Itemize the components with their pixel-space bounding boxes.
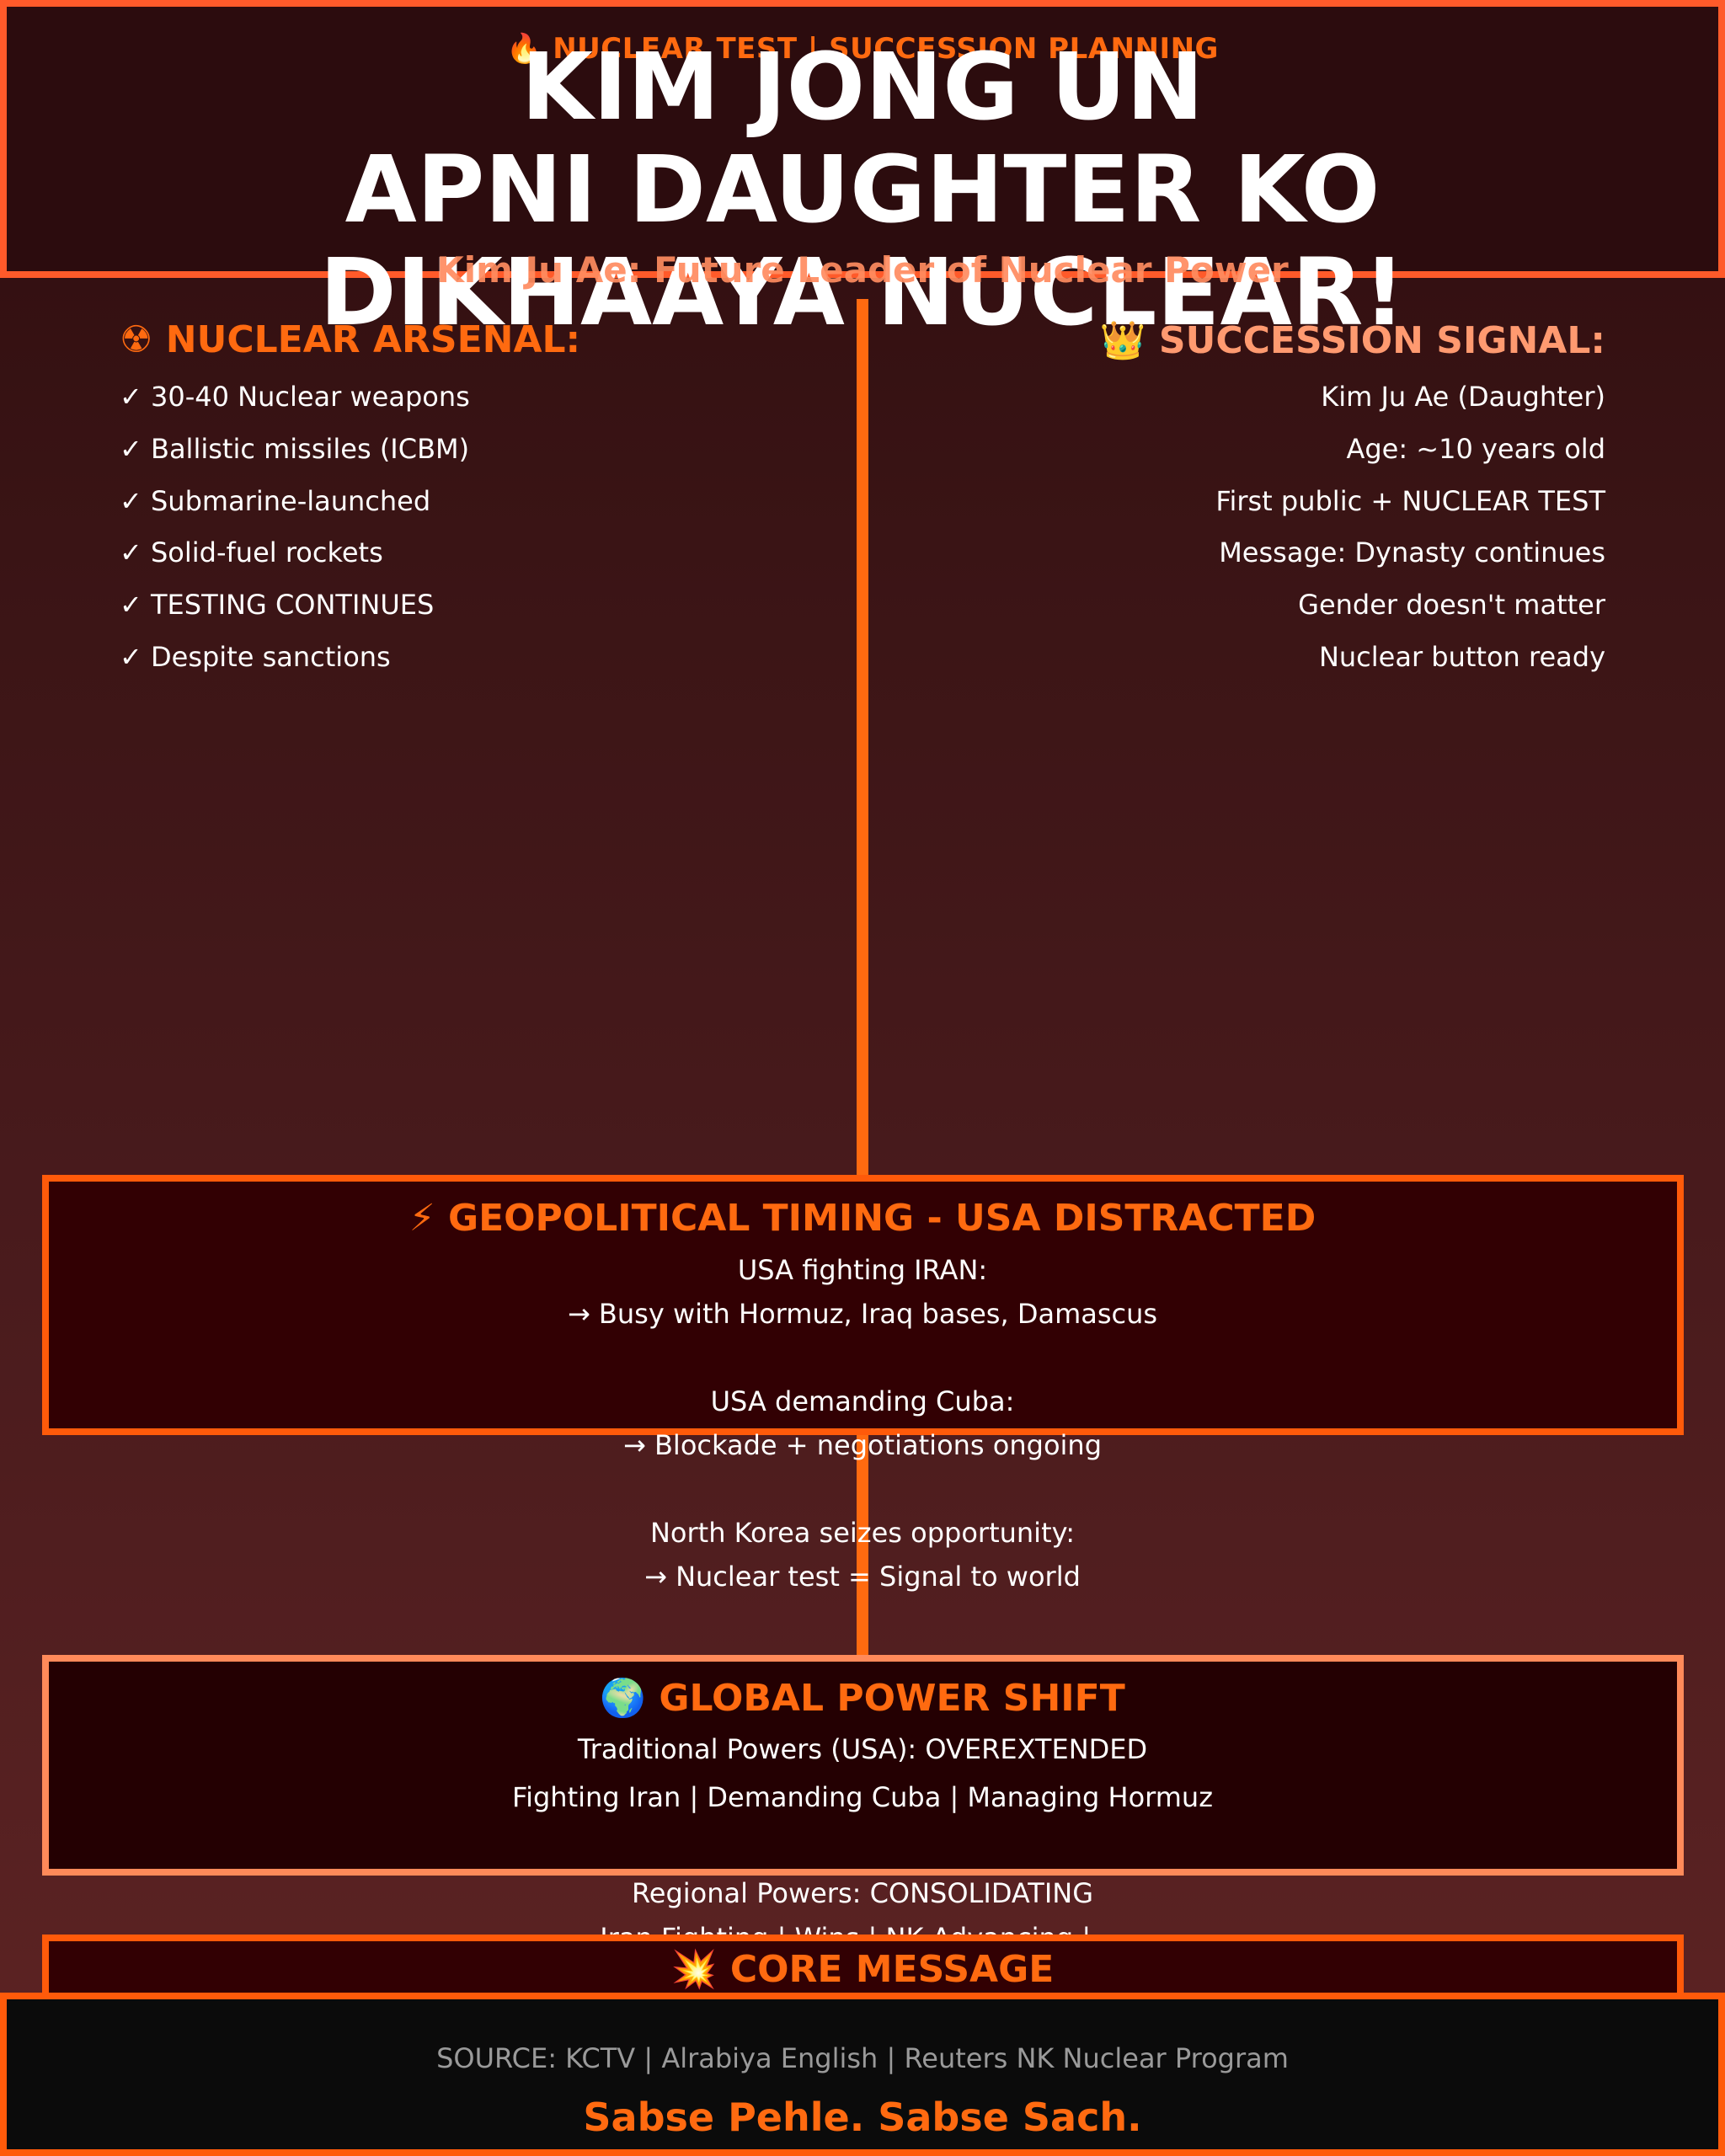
geopolitical-line: → Nuclear test = Signal to world xyxy=(644,1561,1081,1593)
geopolitical-line: → Busy with Hormuz, Iraq bases, Damascus xyxy=(567,1298,1158,1330)
succession-item: Message: Dynasty continues xyxy=(1219,536,1605,568)
arsenal-item: ✓ Solid-fuel rockets xyxy=(120,536,383,568)
succession-item: Nuclear button ready xyxy=(1318,641,1605,673)
footer xyxy=(0,1993,1725,2156)
succession-title: 👑 SUCCESSION SIGNAL: xyxy=(1099,319,1605,362)
headline-line-2: APNI DAUGHTER KO xyxy=(344,136,1381,243)
headline-line-1: KIM JONG UN xyxy=(521,33,1204,141)
succession-item: First public + NUCLEAR TEST xyxy=(1215,485,1605,517)
succession-item: Age: ~10 years old xyxy=(1346,433,1605,465)
succession-item: Kim Ju Ae (Daughter) xyxy=(1321,381,1605,413)
header-subtitle: Kim Ju Ae: Future Leader of Nuclear Powe… xyxy=(436,249,1289,291)
power-shift-box xyxy=(42,1655,1684,1876)
header-kicker: 🔥 NUCLEAR TEST | SUCCESSION PLANNING xyxy=(506,32,1219,66)
arsenal-title: ☢ NUCLEAR ARSENAL: xyxy=(120,318,581,361)
geopolitical-line: North Korea seizes opportunity: xyxy=(649,1517,1075,1549)
arsenal-item: ✓ TESTING CONTINUES xyxy=(120,589,435,621)
arsenal-item: ✓ 30-40 Nuclear weapons xyxy=(120,381,470,413)
power-shift-line: Regional Powers: CONSOLIDATING xyxy=(631,1877,1094,1909)
power-shift-line: Traditional Powers (USA): OVEREXTENDED xyxy=(577,1733,1148,1765)
timeline-spine-top xyxy=(857,299,868,1177)
arsenal-item: ✓ Ballistic missiles (ICBM) xyxy=(120,433,470,465)
header-banner xyxy=(0,0,1725,278)
geopolitical-line: → Blockade + negotiations ongoing xyxy=(622,1429,1102,1461)
arsenal-item: ✓ Despite sanctions xyxy=(120,641,391,673)
source-credit: SOURCE: KCTV | Alrabiya English | Reuter… xyxy=(436,2042,1289,2074)
core-message-title: 💥 CORE MESSAGE xyxy=(670,1948,1055,1991)
power-shift-title: 🌍 GLOBAL POWER SHIFT xyxy=(600,1677,1125,1720)
geopolitical-box xyxy=(42,1175,1684,1435)
arsenal-item: ✓ Submarine-launched xyxy=(120,485,431,517)
timeline-spine-bottom xyxy=(857,1435,868,1655)
tagline: Sabse Pehle. Sabse Sach. xyxy=(583,2095,1142,2140)
power-shift-line: Fighting Iran | Demanding Cuba | Managin… xyxy=(512,1781,1213,1813)
succession-item: Gender doesn't matter xyxy=(1298,589,1605,621)
geopolitical-line: USA demanding Cuba: xyxy=(710,1385,1015,1417)
geopolitical-title: ⚡ GEOPOLITICAL TIMING - USA DISTRACTED xyxy=(409,1197,1316,1240)
geopolitical-line: USA fighting IRAN: xyxy=(737,1254,988,1286)
